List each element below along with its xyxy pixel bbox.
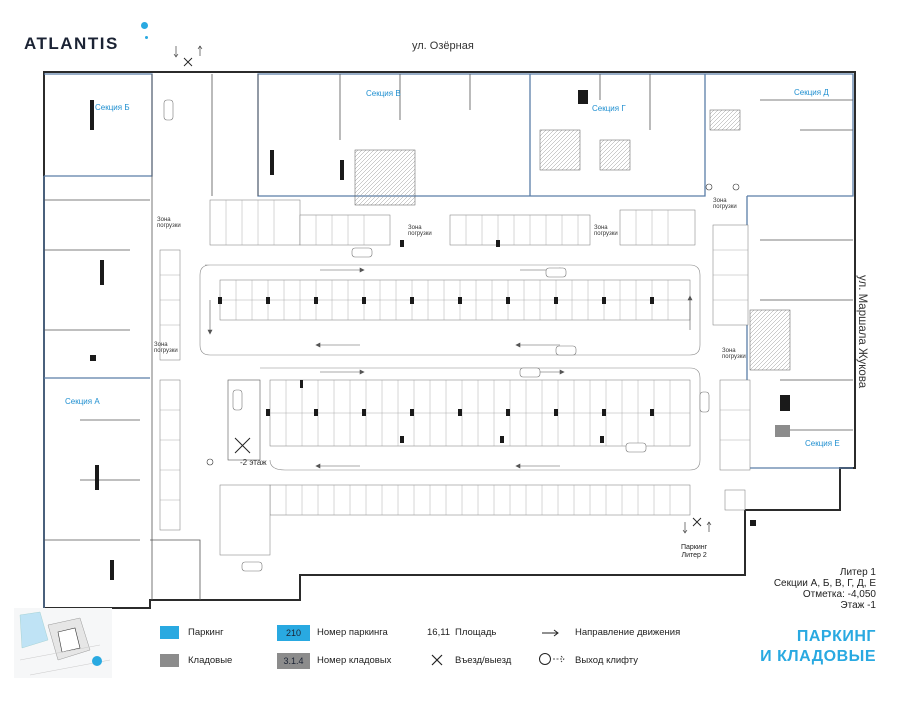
brand-logo: ATLANTIS — [24, 34, 119, 53]
parking-exit-line1: Паркинг — [681, 544, 708, 551]
entry-exit-icon — [431, 654, 443, 666]
structural-columns — [90, 90, 790, 580]
entry-exit-top-arrows — [173, 45, 203, 58]
loading-zone-label-1: Зона погрузки — [157, 217, 181, 229]
loading-zone-label-4: Зона погрузки — [594, 225, 618, 237]
info-sections: Секции А, Б, В, Г, Д, Е — [773, 578, 876, 589]
loading-zone-label-3: Зона погрузки — [408, 225, 432, 237]
info-mark: Отметка: -4,050 — [802, 589, 876, 600]
legend-storage-number: Номер кладовых — [317, 655, 392, 666]
internal-walls — [44, 74, 853, 600]
info-block: Литер 1 Секции А, Б, В, Г, Д, Е Отметка:… — [774, 567, 876, 611]
storage-block — [775, 425, 790, 437]
driving-aisles — [199, 264, 701, 471]
car-icons — [163, 99, 710, 572]
entry-exit-bottom-arrows — [682, 521, 712, 534]
section-a-label: Секция А — [65, 397, 100, 406]
parking-number-sample: 210 — [277, 625, 310, 641]
street-right-label: ул. Маршала Жукова — [856, 275, 868, 389]
legend-direction: Направление движения — [575, 627, 681, 638]
loading-zone-label-2: Зона погрузки — [154, 342, 178, 354]
ramp-floor-label: -2 этаж — [240, 458, 267, 467]
storage-cluster-d — [709, 109, 741, 131]
entry-exit-top-icon — [183, 57, 193, 67]
legend-lift: Выход клифту — [575, 655, 638, 666]
storage-swatch — [160, 654, 179, 667]
legend-storage: Кладовые — [188, 655, 233, 666]
logo-dot-icon — [141, 22, 148, 29]
site-minimap — [14, 608, 112, 678]
street-top-label: ул. Озёрная — [412, 40, 474, 52]
section-v-label: Секция В — [366, 89, 401, 98]
legend-entry-exit: Въезд/выезд — [455, 655, 512, 666]
ramp-cross-icon — [234, 437, 251, 454]
section-e-label: Секция Е — [805, 439, 840, 448]
page-title: ПАРКИНГ И КЛАДОВЫЕ — [760, 627, 876, 667]
legend-parking-number: Номер паркинга — [317, 627, 388, 638]
parking-swatch — [160, 626, 179, 639]
lift-exit-icons — [206, 183, 740, 466]
parking-exit-line2: Литер 2 — [681, 552, 707, 559]
area-sample: 16,11 — [427, 627, 451, 638]
legend-area: Площадь — [455, 627, 497, 638]
lift-icon — [539, 653, 565, 665]
section-b-label: Секция Б — [95, 103, 130, 112]
loading-zone-label-5: Зона погрузки — [713, 198, 737, 210]
section-g-label: Секция Г — [592, 104, 626, 113]
info-liter: Литер 1 — [839, 567, 876, 578]
legend-parking: Паркинг — [188, 627, 224, 638]
storage-cluster-v — [354, 149, 416, 206]
parking-exit-label: Паркинг Литер 2 — [681, 544, 707, 560]
direction-arrow-icon — [542, 629, 559, 637]
info-floor: Этаж -1 — [840, 600, 876, 611]
storage-number-sample: 3.1.4 — [277, 653, 310, 669]
storage-cluster-e — [749, 309, 791, 371]
storage-cluster-g2 — [599, 139, 631, 171]
entry-exit-bottom-icon — [692, 517, 702, 527]
section-d-label: Секция Д — [794, 88, 829, 97]
storage-cluster-g — [539, 129, 581, 171]
logo-dot-small-icon — [145, 36, 148, 39]
ramp — [227, 379, 261, 461]
title-line-1: ПАРКИНГ — [796, 628, 876, 645]
title-line-2: И КЛАДОВЫЕ — [760, 648, 876, 665]
loading-zone-label-6: Зона погрузки — [722, 348, 746, 360]
